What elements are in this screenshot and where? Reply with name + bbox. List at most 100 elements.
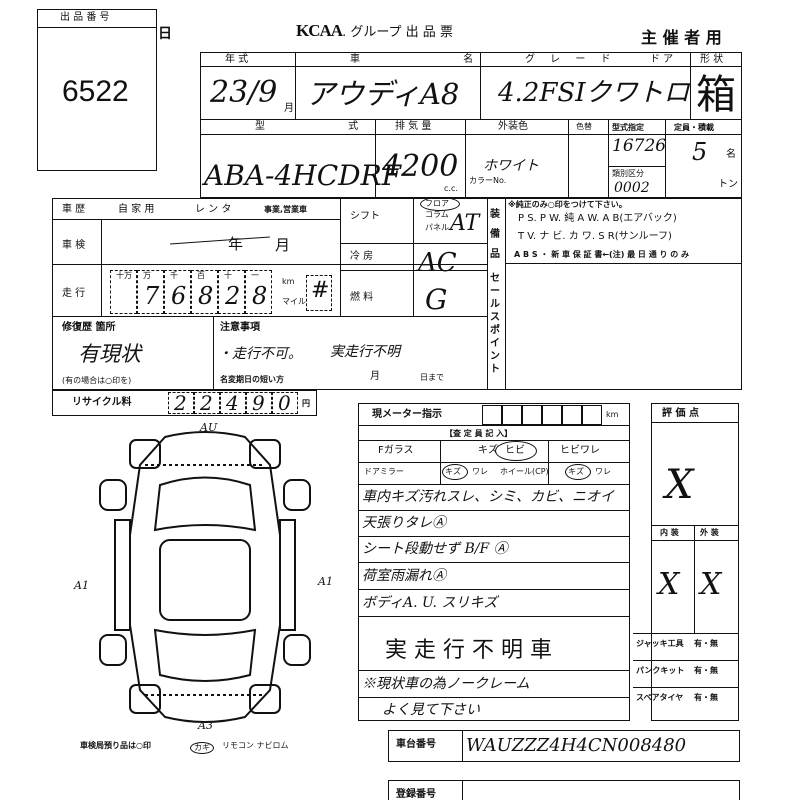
short-reg-label: 名変期日の短い方 [220, 375, 284, 384]
diagram-mark-front: AU [200, 421, 218, 434]
meter-unit: km [606, 410, 619, 419]
shift-circle-floor [420, 197, 460, 211]
org-suffix: . グループ 出 品 票 [342, 25, 453, 40]
recycle-digit: 9 [252, 391, 265, 415]
inspector-footer-1: ※現状車の為ノークレーム [362, 676, 530, 692]
grade-label: グ レ ー ド [525, 54, 617, 65]
chassis-value: WAUZZZ4H4CN008480 [466, 735, 687, 756]
mileage-unit-label: 十万 [116, 271, 132, 280]
mileage-unit-box [306, 275, 332, 311]
km-label: km [282, 277, 295, 286]
yen-label: 円 [302, 399, 310, 408]
meter-cell [582, 405, 602, 425]
mileage-hash-mark: # [311, 278, 330, 303]
tool-row-divider [633, 660, 739, 661]
type-spec-label: 型式指定 [612, 123, 644, 132]
recycle-label: リサイクル料 [72, 397, 132, 408]
shift-label: シフト [350, 211, 380, 222]
inspection-year: 年 [228, 235, 244, 253]
chassis-label: 車台番号 [396, 739, 436, 750]
mileage-cell [191, 270, 218, 314]
wheel-label: ホイール(CP) [500, 467, 549, 476]
mileage-digit: 2 [225, 282, 241, 310]
fuel-value: G [425, 283, 448, 316]
crack-circle [495, 441, 537, 461]
mileage-unit-label: 百 [197, 271, 205, 280]
type-spec-value: 16726 [612, 136, 667, 156]
grade-value: 4.2FSIクワトロ [498, 78, 690, 108]
business-label: 事業,営業車 [264, 205, 308, 214]
organizer-label: 主 催 者 用 [641, 28, 722, 47]
mirror-option-2: ワレ [472, 467, 488, 476]
private-label: 自 家 用 [118, 204, 155, 215]
exterior-label: 外 装 [700, 528, 719, 537]
color-no-label: 色替 [576, 122, 592, 131]
meter-cell [502, 405, 522, 425]
mileage-cell [245, 270, 272, 314]
f-glass-label: Fガラス [378, 445, 414, 456]
mirror-circle [442, 464, 468, 480]
shape-value: 箱 [696, 72, 736, 118]
equipment-label: 装備品 [490, 209, 500, 260]
equipment-note: ※純正のみ○印をつけて下さい。 [508, 200, 627, 209]
crack-option-3: ヒビワレ [560, 445, 600, 456]
mileage-digit: 7 [144, 282, 160, 310]
shift-option-panel: パネル [425, 223, 449, 232]
usage-label: 車 歴 [62, 204, 86, 215]
mileage-cell [218, 270, 245, 314]
recycle-cell [220, 392, 246, 414]
evaluation-box [651, 403, 739, 721]
chassis-box [388, 730, 740, 762]
inspector-footer-2: よく見て下さい [382, 702, 480, 718]
mileage-label: 走 行 [62, 288, 86, 299]
mileage-digit: 6 [171, 282, 187, 310]
meter-cell [562, 405, 582, 425]
mileage-unit-label: 十 [224, 271, 232, 280]
tool-row-value: 有・無 [694, 639, 718, 648]
shape-label: 形 状 [700, 54, 724, 65]
inspection-month: 月 [275, 236, 291, 254]
diagram-mark-left: A1 [74, 579, 89, 592]
name-value: アウディA8 [306, 77, 460, 111]
door-mirror-label: ドアミラー [364, 467, 404, 476]
inspector-big-note: 実 走 行 不 明 車 [385, 638, 552, 663]
exterior-value: X [700, 567, 722, 602]
category-label: 類別区分 [612, 169, 644, 178]
tool-row-label: スペアタイヤ [636, 693, 684, 702]
caution-value: ・走行不可。 [218, 346, 302, 362]
ac-label: 冷 房 [350, 251, 374, 262]
interior-value: X [658, 567, 680, 602]
mileage-unit-label: 一 [251, 271, 259, 280]
displacement-value: 4200 [382, 149, 459, 184]
short-reg-month: 月 [370, 371, 380, 382]
day-char: 日 [158, 26, 172, 42]
capacity-value: 5 [692, 138, 708, 166]
shift-option-column: コラム [425, 210, 449, 219]
recycle-cell [246, 392, 272, 414]
notes-title: 【査 定 員 記 入】 [445, 429, 513, 438]
inspection-label: 車 検 [62, 240, 86, 251]
mileage-cell [110, 270, 137, 314]
mileage-cell [164, 270, 191, 314]
sales-point-label: セールスポイント [490, 273, 500, 375]
inspector-note-2: 天張りタレⒶ [362, 515, 446, 531]
mileage-cell [137, 270, 164, 314]
recycle-cell [272, 392, 298, 414]
recycle-digit: 0 [278, 391, 291, 415]
equipment-line-1: P S. P W. 純 A W. A B(エアバック) [518, 213, 677, 224]
load-unit: トン [718, 179, 738, 190]
model-value: ABA-4HCDRF [204, 159, 402, 192]
tool-row-divider [633, 687, 739, 688]
recycle-digit: 4 [226, 391, 239, 415]
lot-number-label: 出 品 番 号 [60, 12, 110, 23]
score-value: X [665, 462, 694, 508]
history-table [52, 198, 742, 390]
inspector-note-4: 荷室雨漏れⒶ [362, 568, 446, 584]
meter-cell [482, 405, 502, 425]
tool-row-label: パンクキット [636, 666, 685, 675]
recycle-box [52, 390, 317, 416]
inspector-note-3: シート段動せず B/F Ⓐ [362, 541, 508, 557]
mile-label: マイル [282, 297, 306, 306]
name-label: 車 名 [350, 54, 524, 65]
repair-label: 修復歴 箇所 [62, 322, 116, 333]
